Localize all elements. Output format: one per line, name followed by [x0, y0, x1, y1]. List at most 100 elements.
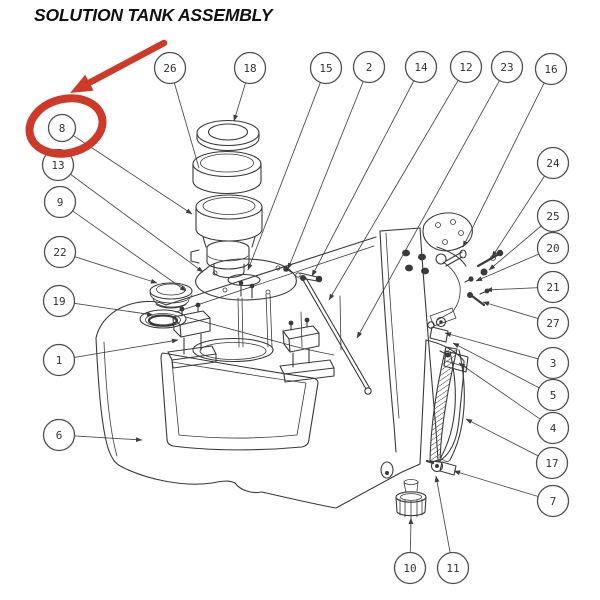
- callout-balloon-5: 5: [536, 378, 570, 412]
- bottom-fitting: [425, 459, 457, 476]
- leader-line-6: [74, 435, 143, 443]
- highlight-arrow-head: [70, 74, 94, 93]
- callout-balloon-6: 6: [42, 418, 76, 452]
- drain-cap: [395, 479, 427, 519]
- callout-balloon-19: 19: [42, 284, 76, 318]
- leader-line-20: [475, 253, 539, 282]
- callout-balloon-26: 26: [153, 51, 187, 85]
- leader-lines: [70, 80, 545, 553]
- callout-number: 3: [550, 357, 557, 370]
- callout-number: 6: [56, 429, 63, 442]
- leader-line-5: [452, 342, 540, 389]
- callout-number: 5: [550, 389, 557, 402]
- highlight-ellipse: [25, 94, 107, 158]
- callout-balloon-1: 1: [42, 343, 76, 377]
- tie-rod: [300, 275, 372, 395]
- rear-bracket-tower: [379, 227, 439, 461]
- leader-line-18: [233, 82, 246, 122]
- callout-number: 2: [366, 61, 373, 74]
- callout-number: 12: [459, 61, 472, 74]
- callout-number: 20: [546, 242, 559, 255]
- callout-number: 13: [51, 159, 64, 172]
- leader-line-13: [70, 173, 204, 273]
- callout-number: 11: [446, 562, 459, 575]
- callout-balloon-25: 25: [536, 199, 570, 233]
- callout-number: 22: [53, 246, 66, 259]
- callout-number: 15: [319, 62, 332, 75]
- leader-line-8: [73, 135, 193, 215]
- bracket-top-plate: [422, 212, 473, 328]
- callout-number: 24: [546, 157, 560, 170]
- tank-body: [95, 236, 467, 509]
- callout-number: 27: [546, 317, 559, 330]
- callout-balloon-22: 22: [43, 235, 77, 269]
- fastener-cluster: [464, 249, 504, 307]
- callout-number: 9: [57, 196, 64, 209]
- highlight-annotation: [25, 39, 168, 158]
- leader-line-23: [356, 80, 500, 339]
- callout-number: 8: [59, 122, 66, 135]
- callout-number: 10: [403, 562, 416, 575]
- leader-line-15: [247, 82, 321, 271]
- callout-number: 21: [546, 281, 559, 294]
- callout-number: 18: [243, 62, 256, 75]
- callout-balloon-21: 21: [536, 270, 570, 304]
- leader-line-27: [482, 301, 539, 319]
- tank-assembly-line-art: [95, 119, 504, 519]
- callout-number: 16: [544, 63, 557, 76]
- callout-balloon-23: 23: [490, 50, 524, 84]
- callout-number: 14: [414, 61, 428, 74]
- callout-number: 25: [546, 210, 559, 223]
- callout-balloon-10: 10: [393, 551, 427, 585]
- drain-plug: [380, 461, 394, 479]
- callout-balloon-24: 24: [536, 146, 570, 180]
- elbow-fitting: [427, 321, 469, 373]
- leader-line-19: [74, 302, 154, 317]
- leader-line-4: [458, 362, 541, 420]
- callout-balloon-16: 16: [534, 52, 568, 86]
- callout-balloon-27: 27: [536, 306, 570, 340]
- callout-balloon-3: 3: [536, 346, 570, 380]
- callout-balloon-12: 12: [449, 50, 483, 84]
- leader-line-25: [488, 225, 542, 271]
- callout-balloon-14: 14: [404, 50, 438, 84]
- leader-line-2: [287, 81, 364, 270]
- callout-balloon-18: 18: [233, 51, 267, 85]
- callout-balloon-9: 9: [43, 185, 77, 219]
- tank-opening: [192, 293, 274, 363]
- callout-balloon-15: 15: [309, 51, 343, 85]
- leader-line-3: [444, 332, 539, 360]
- callout-number: 4: [550, 422, 557, 435]
- leader-line-1: [74, 338, 179, 358]
- callout-balloon-7: 7: [536, 484, 570, 518]
- flange-plate: [195, 258, 297, 301]
- leader-line-24: [491, 175, 545, 258]
- leader-line-26: [173, 82, 200, 169]
- highlight-arrow-shaft: [84, 39, 168, 87]
- tank-neck: [139, 309, 187, 329]
- recess-panel: [160, 352, 319, 451]
- callout-number: 1: [56, 354, 63, 367]
- strainer: [149, 282, 193, 309]
- leader-line-17: [465, 418, 539, 457]
- callout-balloon-11: 11: [436, 551, 470, 585]
- callout-number: 26: [163, 62, 176, 75]
- leader-line-11: [434, 475, 451, 553]
- callout-number: 17: [545, 457, 558, 470]
- top-fasteners: [283, 266, 323, 283]
- callout-balloon-20: 20: [536, 231, 570, 265]
- leader-line-9: [72, 210, 187, 292]
- callout-number: 19: [52, 295, 65, 308]
- callout-balloon-2: 2: [352, 50, 386, 84]
- callout-number: 23: [500, 61, 513, 74]
- leader-line-12: [328, 80, 459, 301]
- clamp-right: [279, 317, 335, 383]
- leader-line-22: [74, 256, 158, 284]
- leader-line-21: [485, 287, 538, 293]
- leader-line-7: [453, 470, 539, 497]
- cap-stack: [190, 119, 263, 279]
- leader-line-14: [311, 80, 415, 277]
